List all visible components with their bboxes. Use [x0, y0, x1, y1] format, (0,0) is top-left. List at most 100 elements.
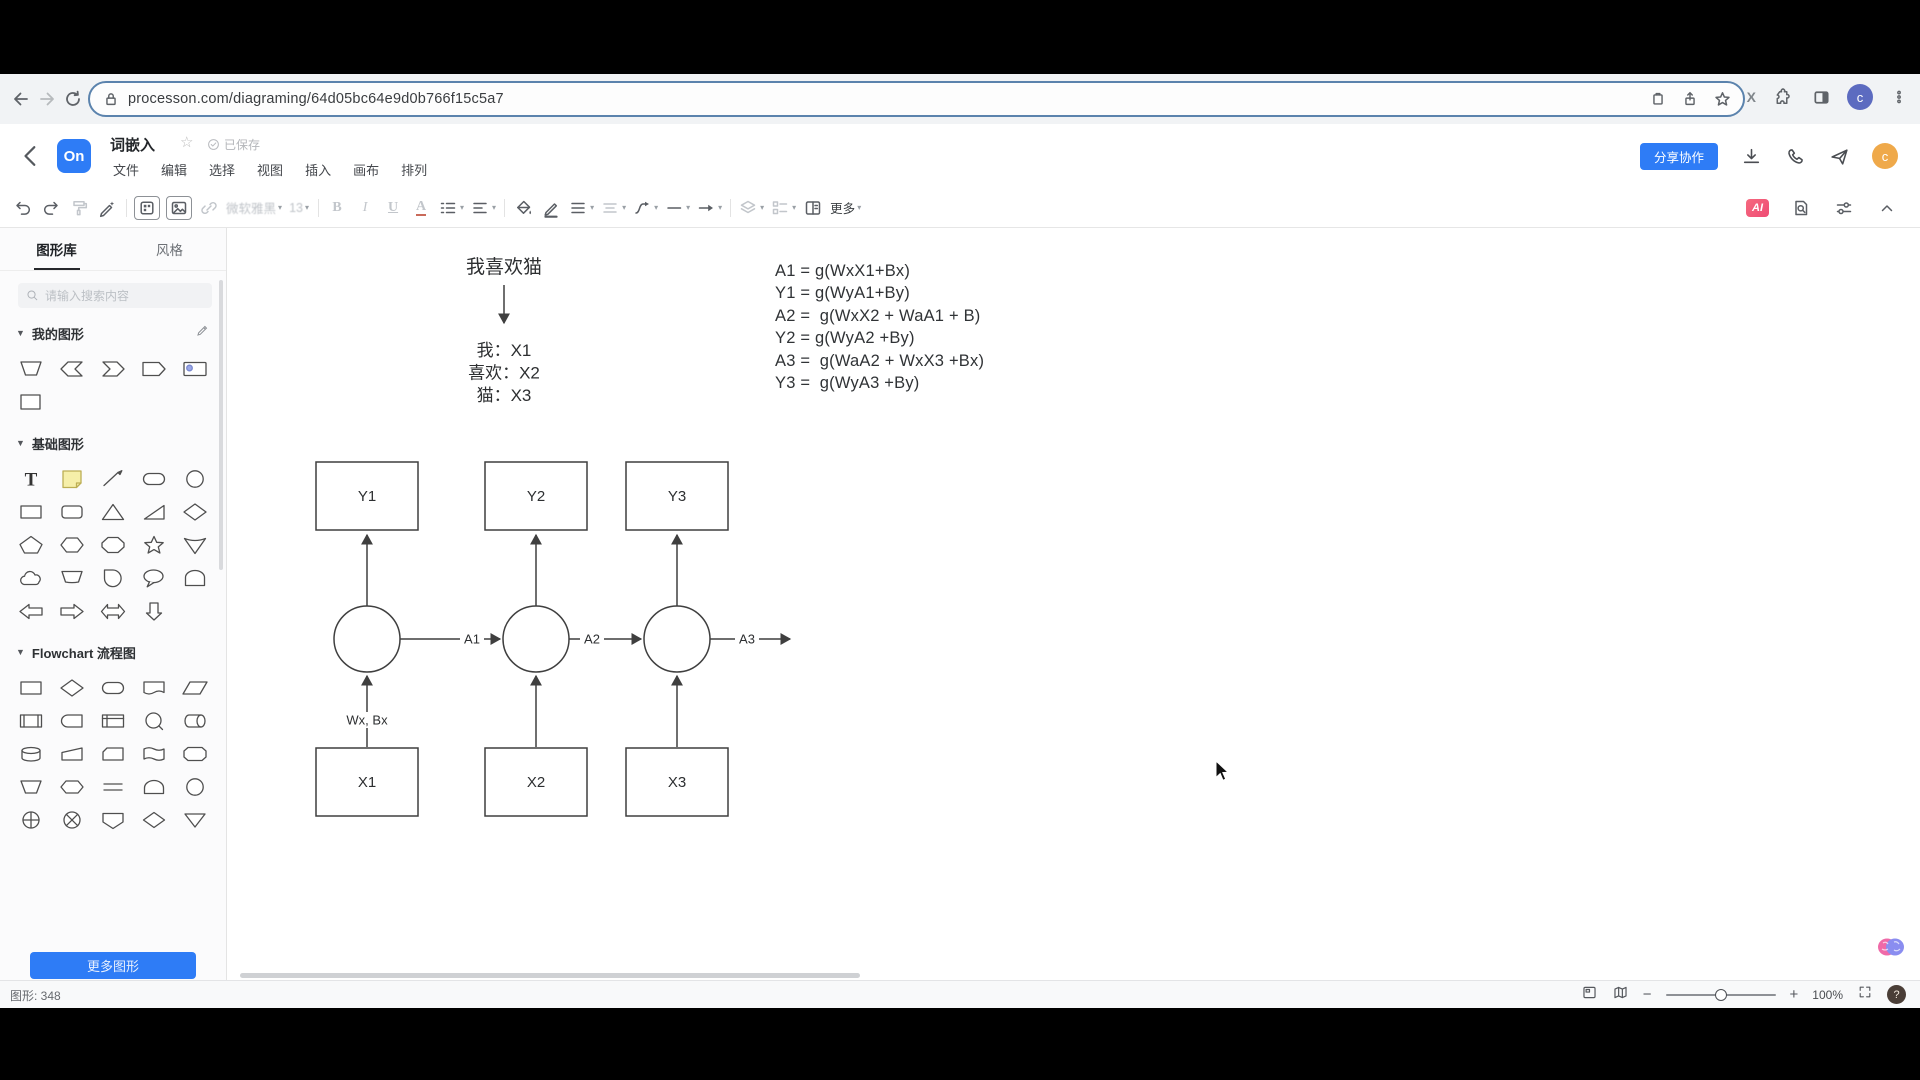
shape-search-input[interactable]: 请输入搜索内容 — [18, 283, 212, 308]
text-align-button[interactable]: ▾ — [470, 195, 496, 221]
browser-menu-dots-icon[interactable] — [1886, 84, 1912, 110]
shape-half-rounded[interactable] — [133, 770, 174, 803]
shape-summing[interactable] — [10, 803, 51, 836]
italic-button[interactable]: I — [354, 195, 376, 221]
fill-color-button[interactable] — [512, 195, 534, 221]
arrow-style-button[interactable]: ▾ — [696, 195, 722, 221]
menu-item-1[interactable]: 编辑 — [161, 163, 188, 178]
section-collapse-icon[interactable]: ▼ — [16, 328, 25, 338]
menu-item-5[interactable]: 画布 — [353, 163, 380, 178]
browser-back-icon[interactable] — [8, 86, 34, 112]
shape-document[interactable] — [133, 671, 174, 704]
zoom-in-button[interactable]: + — [1789, 986, 1799, 1003]
bookmark-star-icon[interactable] — [1711, 88, 1733, 110]
image-button[interactable] — [166, 195, 192, 220]
shape-circle[interactable] — [174, 462, 215, 495]
collapse-toolbar-button[interactable] — [1876, 195, 1898, 221]
menu-item-4[interactable]: 插入 — [305, 163, 332, 178]
browser-forward-icon[interactable] — [34, 86, 60, 112]
x-extension-icon[interactable]: X — [1746, 89, 1756, 105]
line-spacing-button[interactable]: ▾ — [568, 195, 594, 221]
block-align-button[interactable]: ▾ — [600, 195, 626, 221]
shape-manual-input[interactable] — [51, 737, 92, 770]
save-page-icon[interactable] — [1647, 88, 1669, 110]
shape-database[interactable] — [10, 737, 51, 770]
redo-button[interactable] — [40, 195, 62, 221]
download-icon[interactable] — [1740, 145, 1762, 167]
underline-button[interactable]: U — [382, 195, 404, 221]
shape-teardrop[interactable] — [92, 561, 133, 594]
menu-item-6[interactable]: 排列 — [401, 163, 428, 178]
connector-style-button[interactable]: ▾ — [632, 195, 658, 221]
shape-decision-alt[interactable] — [133, 803, 174, 836]
shape-diamond[interactable] — [174, 495, 215, 528]
preferences-button[interactable] — [1833, 195, 1855, 221]
shape-rect[interactable] — [10, 495, 51, 528]
back-to-files-icon[interactable] — [20, 142, 42, 175]
font-size-dropdown[interactable]: 13▾ — [288, 195, 310, 221]
outline-list-button[interactable]: ▾ — [770, 195, 796, 221]
shape-pill[interactable] — [133, 462, 174, 495]
layers-button[interactable]: ▾ — [738, 195, 764, 221]
shape-fan[interactable] — [51, 561, 92, 594]
document-title[interactable]: 词嵌入 — [110, 137, 156, 154]
send-plane-icon[interactable] — [1828, 145, 1850, 167]
magic-pen-button[interactable] — [96, 195, 118, 221]
format-painter-button[interactable] — [68, 195, 90, 221]
processon-logo[interactable]: On — [57, 139, 91, 173]
shape-right-triangle[interactable] — [133, 495, 174, 528]
shape-triangle[interactable] — [92, 495, 133, 528]
shape-delay-left[interactable] — [51, 704, 92, 737]
shape-stored-data[interactable] — [133, 737, 174, 770]
frame-button[interactable] — [134, 195, 160, 220]
shape-preparation[interactable] — [51, 770, 92, 803]
url-text[interactable]: processon.com/diagraming/64d05bc64e9d0b7… — [128, 91, 504, 107]
shape-internal-storage[interactable] — [92, 704, 133, 737]
browser-reload-icon[interactable] — [60, 86, 86, 112]
shape-sticky-note[interactable] — [51, 462, 92, 495]
sidebar-scrollbar[interactable] — [219, 280, 223, 570]
shape-pentagon[interactable] — [10, 528, 51, 561]
shape-cone[interactable] — [174, 528, 215, 561]
shape-star[interactable] — [133, 528, 174, 561]
shape-double-line[interactable] — [92, 770, 133, 803]
line-style-button[interactable]: ▾ — [664, 195, 690, 221]
shape-rect-plain[interactable] — [10, 385, 51, 418]
doc-search-button[interactable] — [1790, 195, 1812, 221]
shape-subroutine[interactable] — [10, 704, 51, 737]
share-collaborate-button[interactable]: 分享协作 — [1639, 142, 1718, 170]
shape-display[interactable] — [92, 803, 133, 836]
sidebar-tab-1[interactable]: 风格 — [156, 243, 183, 258]
split-panel-button[interactable] — [802, 195, 824, 221]
share-icon[interactable] — [1679, 88, 1701, 110]
user-avatar[interactable]: c — [1872, 143, 1898, 169]
shape-arch[interactable] — [174, 561, 215, 594]
shape-octagon[interactable] — [92, 528, 133, 561]
shape-pennant-right[interactable] — [133, 352, 174, 385]
help-button[interactable]: ? — [1887, 985, 1906, 1004]
font-family-dropdown[interactable]: 微软雅黑▾ — [226, 195, 282, 221]
section-collapse-icon[interactable]: ▼ — [16, 438, 25, 448]
more-dropdown[interactable]: 更多▾ — [830, 195, 861, 221]
stroke-color-button[interactable] — [540, 195, 562, 221]
side-panel-icon[interactable] — [1808, 84, 1834, 110]
shape-prep-alt[interactable] — [174, 737, 215, 770]
shape-pen[interactable] — [92, 462, 133, 495]
shape-arrow-both[interactable] — [92, 594, 133, 627]
link-button[interactable] — [198, 195, 220, 221]
undo-button[interactable] — [12, 195, 34, 221]
numbered-list-button[interactable]: ▾ — [438, 195, 464, 221]
minimap-icon[interactable] — [1612, 984, 1629, 1006]
shape-circle[interactable] — [174, 770, 215, 803]
shape-banner-left[interactable] — [51, 352, 92, 385]
shape-decision[interactable] — [51, 671, 92, 704]
shape-parallelogram[interactable] — [174, 671, 215, 704]
pages-panel-icon[interactable] — [1581, 984, 1598, 1006]
shape-cylinder-h[interactable] — [174, 704, 215, 737]
phone-icon[interactable] — [1784, 145, 1806, 167]
shape-junction[interactable] — [133, 704, 174, 737]
shape-trapezoid-down[interactable] — [10, 352, 51, 385]
shape-process[interactable] — [10, 671, 51, 704]
shape-arrow-left[interactable] — [10, 594, 51, 627]
